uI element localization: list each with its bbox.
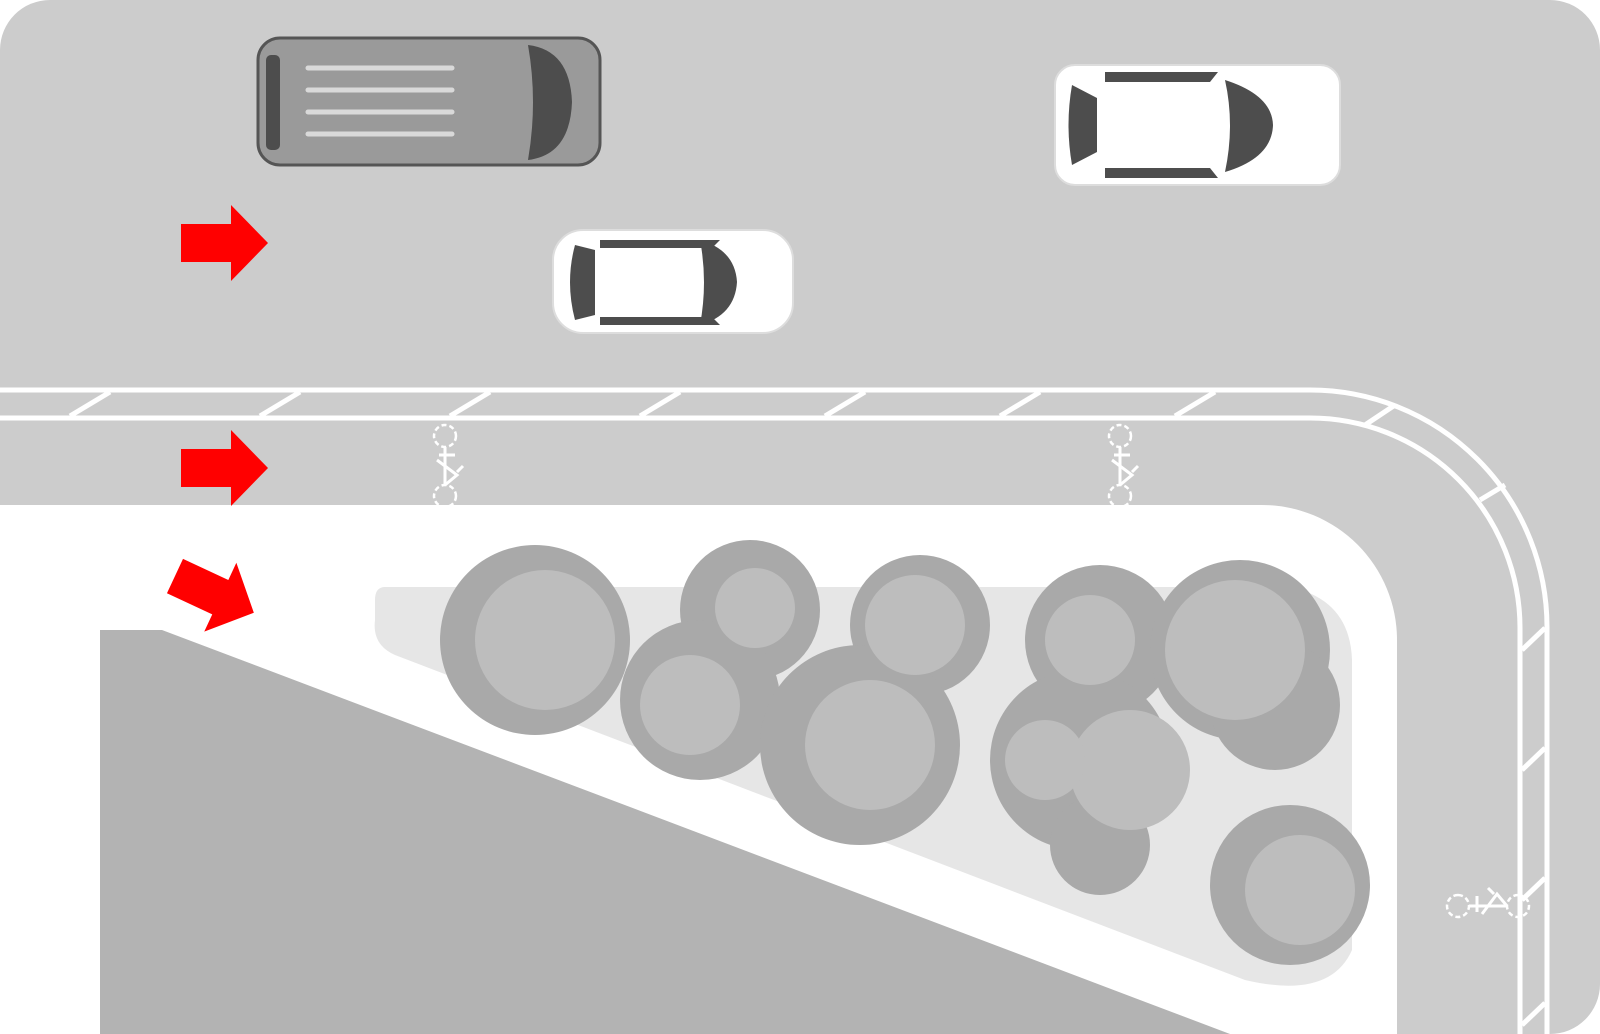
arrow-right-icon xyxy=(181,205,268,281)
arrow-right-icon xyxy=(181,430,268,506)
building xyxy=(100,630,1230,1034)
van-icon xyxy=(256,36,602,167)
arrow-diagonal-icon xyxy=(166,558,254,632)
car-icon xyxy=(1054,64,1341,186)
bike-lane-hatching xyxy=(68,389,1547,1027)
tree-cluster xyxy=(440,540,1370,965)
bike-lane-outer-line xyxy=(0,387,1550,1034)
car-icon xyxy=(552,229,794,334)
bike-lane-inner-line xyxy=(0,415,1523,1034)
